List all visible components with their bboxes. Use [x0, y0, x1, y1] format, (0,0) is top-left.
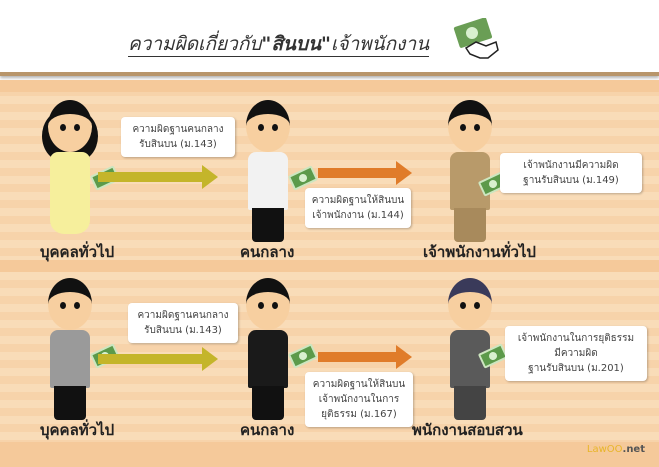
divider — [0, 442, 659, 467]
bubble-middle-receive: ความผิดฐานคนกลาง รับสินบน (ม.143) — [121, 117, 235, 157]
logo-suffix: .net — [622, 444, 645, 455]
logo-mid: OO — [606, 444, 623, 455]
title-bold: "สินบน" — [261, 33, 331, 55]
arrow-to-official — [318, 345, 412, 369]
page-title: ความผิดเกี่ยวกับ"สินบน"เจ้าพนักงาน — [128, 32, 430, 57]
middleman-figure — [238, 278, 319, 428]
bubble-middle-receive: ความผิดฐานคนกลาง รับสินบน (ม.143) — [128, 303, 238, 343]
middleman-figure — [238, 100, 319, 250]
bubble-middle-give: ความผิดฐานให้สินบน เจ้าพนักงานในการ ยุติ… — [305, 372, 413, 427]
official-figure — [440, 100, 509, 250]
logo: LawOO.net — [587, 444, 645, 455]
giver-figure-man — [40, 278, 121, 428]
label-middleman: คนกลาง — [240, 243, 295, 261]
arrow-to-official — [318, 161, 412, 185]
label-middleman: คนกลาง — [240, 421, 295, 439]
logo-prefix: Law — [586, 444, 607, 455]
label-official: เจ้าพนักงานทั่วไป — [423, 243, 536, 261]
diagram-area — [0, 80, 659, 467]
arrow-to-middleman — [98, 165, 218, 189]
giver-figure-woman — [40, 100, 121, 250]
title-suffix: เจ้าพนักงาน — [330, 33, 430, 55]
money-handshake-icon — [453, 18, 499, 59]
bubble-official: เจ้าพนักงานมีความผิด ฐานรับสินบน (ม.149) — [500, 153, 642, 193]
bubble-official: เจ้าพนักงานในการยุติธรรม มีความผิด ฐานรั… — [505, 326, 647, 381]
investigator-figure — [440, 278, 509, 428]
divider — [0, 80, 659, 92]
label-official: พนักงานสอบสวน — [412, 421, 523, 439]
divider — [0, 260, 659, 272]
header: ความผิดเกี่ยวกับ"สินบน"เจ้าพนักงาน — [0, 0, 659, 76]
label-giver: บุคคลทั่วไป — [40, 421, 115, 439]
label-giver: บุคคลทั่วไป — [40, 243, 115, 261]
title-prefix: ความผิดเกี่ยวกับ — [128, 33, 262, 55]
arrow-to-middleman — [98, 347, 218, 371]
bubble-middle-give: ความผิดฐานให้สินบน เจ้าพนักงาน (ม.144) — [305, 188, 411, 228]
